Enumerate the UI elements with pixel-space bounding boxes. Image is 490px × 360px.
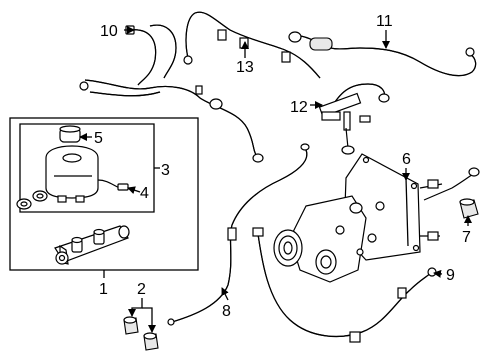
callout-5: 5 (94, 130, 103, 147)
fitting-cap-part-7 (459, 198, 479, 219)
callout-13: 13 (236, 59, 254, 76)
check-valve-part-12 (318, 83, 390, 155)
reservoir-cap-part-5 (59, 125, 81, 143)
callout-9: 9 (446, 267, 455, 284)
callout-1: 1 (99, 281, 108, 298)
callout-2: 2 (137, 281, 146, 298)
callout-6: 6 (402, 151, 411, 168)
leader-lines (79, 26, 472, 333)
callout-11: 11 (376, 13, 393, 30)
vacuum-hose-part-8 (167, 143, 310, 326)
callout-12: 12 (290, 99, 308, 116)
seal-plugs-part-2 (123, 316, 159, 351)
vacuum-hose-part-9 (252, 227, 437, 343)
callout-3: 3 (161, 162, 170, 179)
vacuum-hose-part-10 (79, 24, 264, 163)
vacuum-hose-part-11 (288, 31, 477, 77)
callout-10: 10 (100, 23, 118, 40)
callout-7: 7 (462, 229, 471, 246)
master-cylinder-part-1 (54, 225, 130, 265)
grommets (16, 190, 48, 210)
brake-fluid-reservoir (45, 145, 99, 203)
vacuum-line-part-13 (183, 11, 321, 79)
callout-4: 4 (140, 185, 149, 202)
callouts: 10 13 11 12 5 3 4 6 7 9 8 1 2 (94, 13, 471, 320)
brake-booster-part-6 (273, 153, 480, 283)
level-sensor-part-4 (97, 179, 129, 191)
callout-8: 8 (222, 303, 231, 320)
reservoir-bracket-part-3 (19, 123, 155, 213)
